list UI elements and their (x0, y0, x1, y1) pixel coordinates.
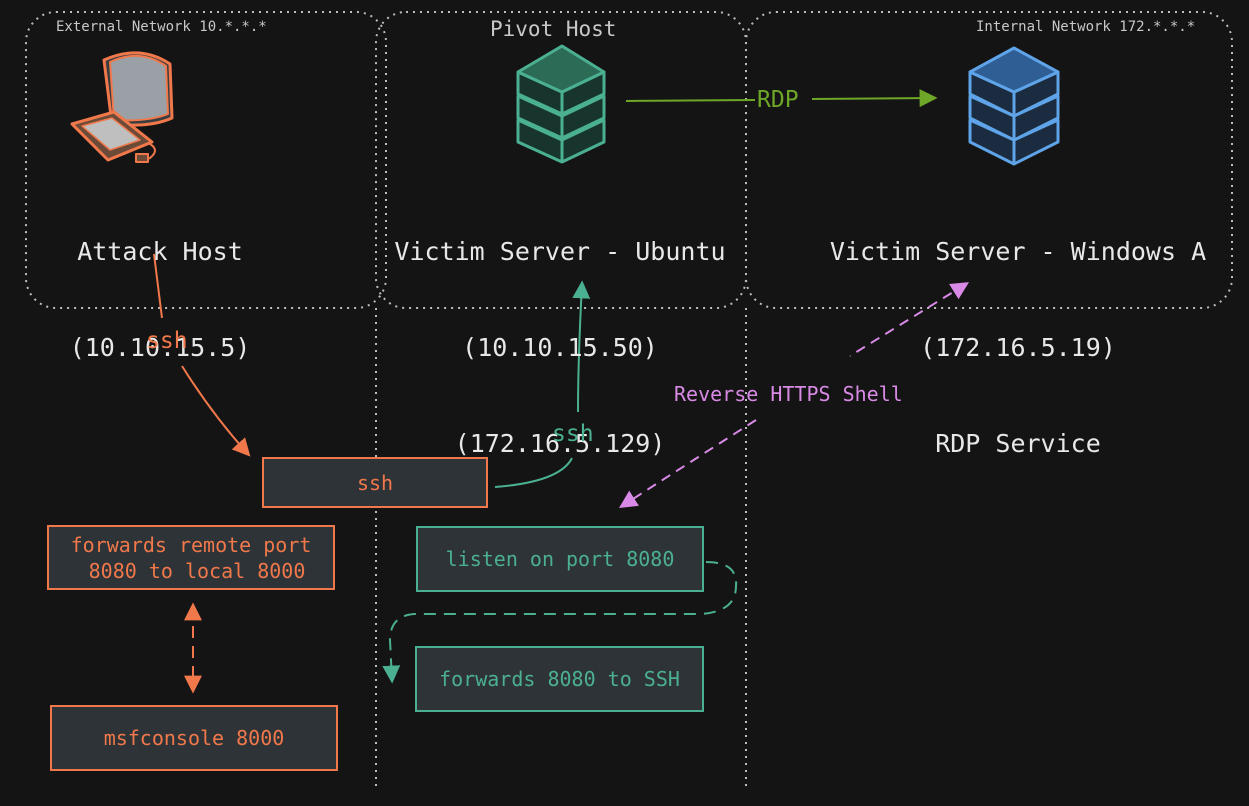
ubuntu-server-ip2: (172.16.5.129) (454, 429, 666, 458)
windows-server-name: Victim Server - Windows A (829, 237, 1207, 266)
windows-server-ip: (172.16.5.19) (920, 333, 1116, 362)
rdp-label: RDP (757, 87, 799, 113)
internal-network-label: Internal Network 172.*.*.* (976, 19, 1196, 35)
external-network-label: External Network 10.*.*.* (56, 19, 267, 35)
forwards-to-ssh-box: forwards 8080 to SSH (415, 646, 704, 712)
ssh-box: ssh (262, 457, 488, 508)
pivot-ssh-arrow (494, 284, 582, 488)
windows-server-service: RDP Service (935, 429, 1101, 458)
listen-forward-arrow (382, 561, 738, 684)
attack-host-name: Attack Host (77, 237, 243, 266)
attack-host-ip: (10.10.15.5) (69, 333, 251, 362)
attack-ssh-label: ssh (146, 328, 188, 354)
forwards-remote-port-box: forwards remote port 8080 to local 8000 (47, 525, 335, 590)
pivot-host-label: Pivot Host (490, 17, 617, 41)
listen-port-box: listen on port 8080 (416, 526, 704, 592)
server-stack-icon (968, 46, 1060, 166)
pivot-ssh-label: ssh (552, 421, 594, 447)
pivot-host-zone (375, 11, 747, 309)
server-stack-icon (516, 44, 606, 164)
windows-server-label: Victim Server - Windows A (172.16.5.19) … (808, 172, 1228, 492)
ubuntu-server-name: Victim Server - Ubuntu (394, 237, 726, 266)
reverse-shell-label: Reverse HTTPS Shell (674, 382, 903, 406)
attack-host-label: Attack Host (10.10.15.5) (20, 172, 300, 396)
attack-ssh-arrow (153, 253, 248, 454)
msfconsole-box: msfconsole 8000 (50, 705, 338, 771)
computer-icon (70, 51, 174, 163)
reverse-shell-arrow (622, 284, 966, 506)
rdp-arrow (625, 98, 934, 101)
ubuntu-server-ip1: (10.10.15.50) (462, 333, 658, 362)
ubuntu-server-label: Victim Server - Ubuntu (10.10.15.50) (17… (380, 172, 740, 492)
